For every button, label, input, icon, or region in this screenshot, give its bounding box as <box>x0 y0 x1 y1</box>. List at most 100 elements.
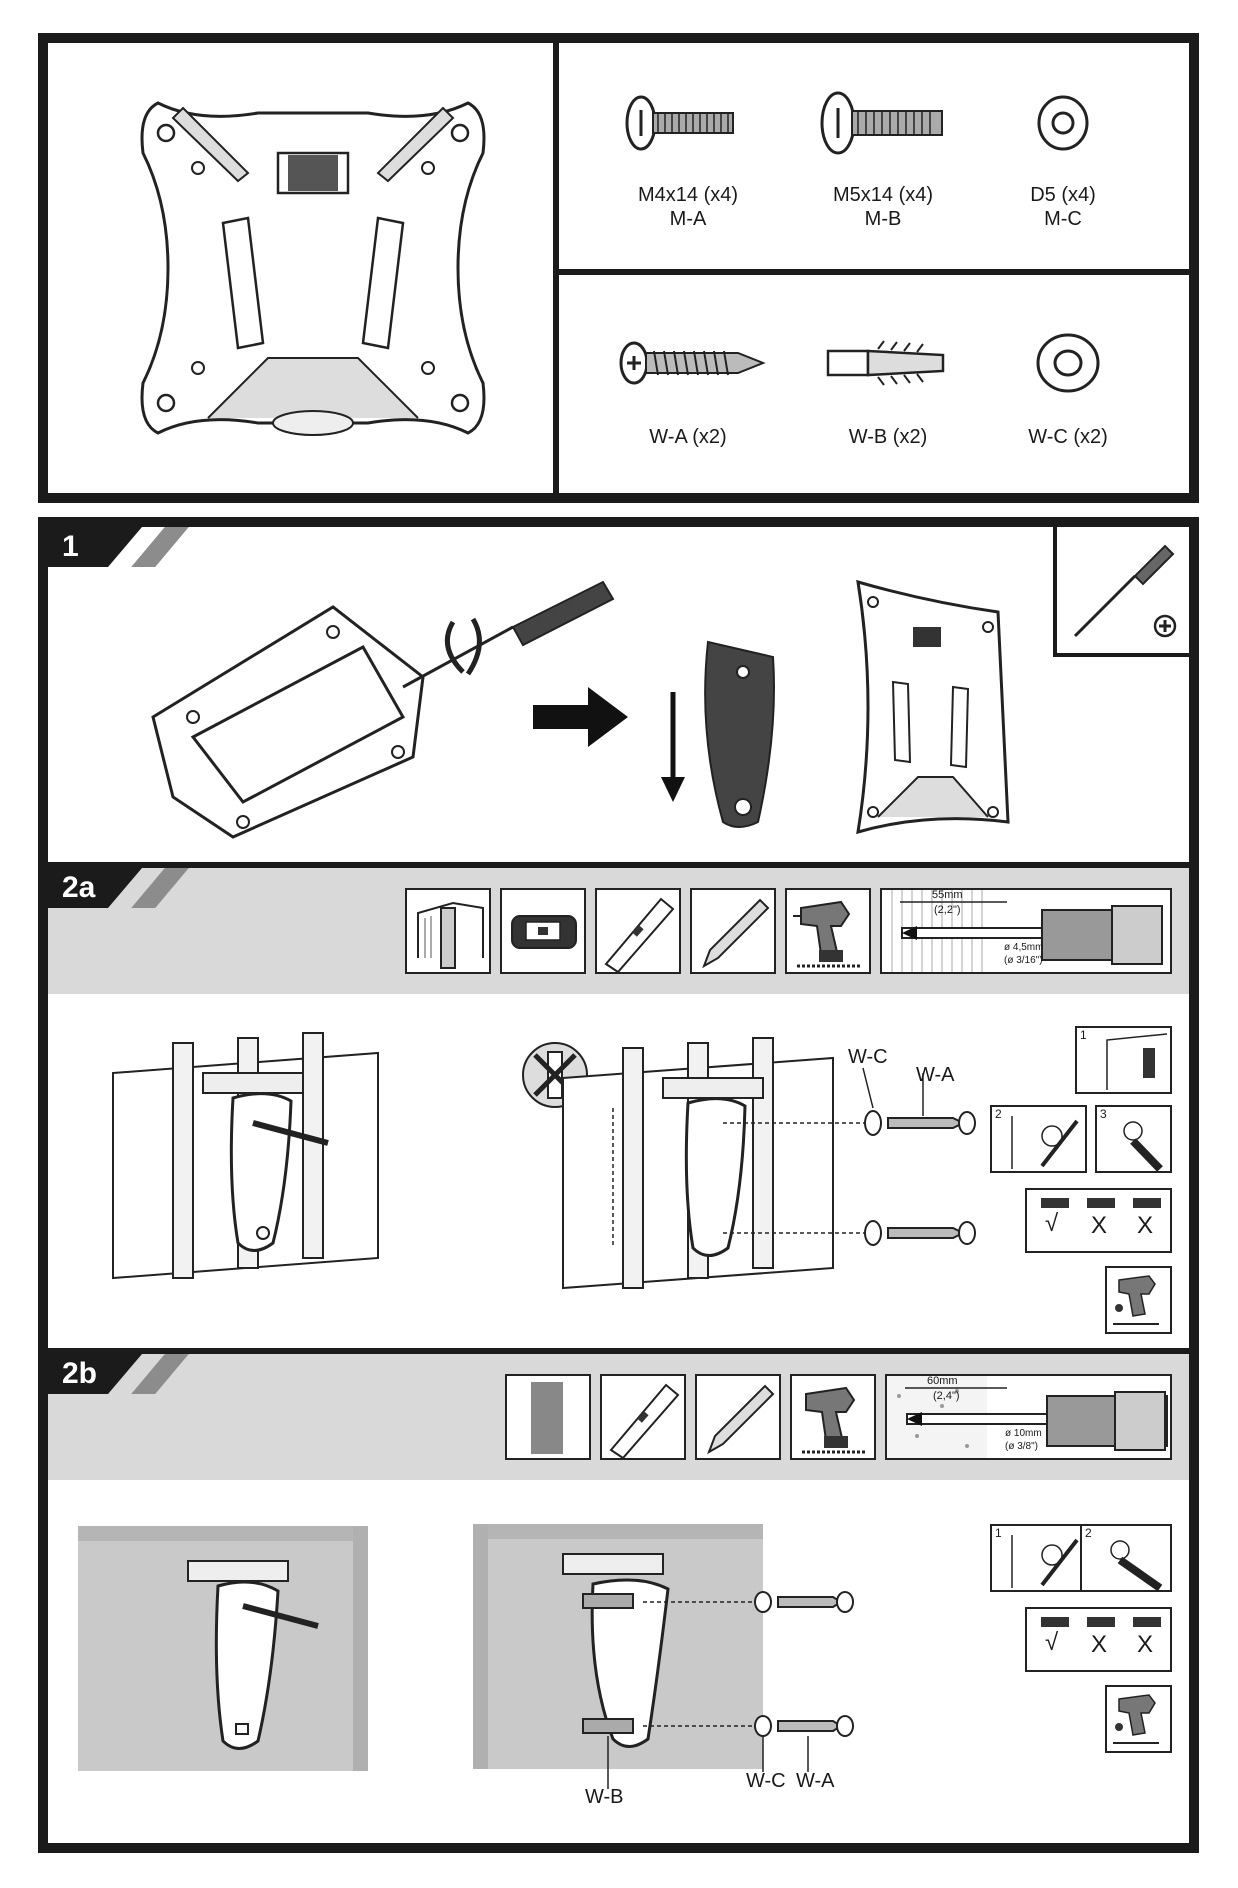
drill-diameter-mm: ø 4,5mm <box>1004 942 1044 953</box>
cross-mark: X <box>1137 1212 1154 1239</box>
drill-diameter-in: (ø 3/16") <box>1004 955 1043 966</box>
drill-depth-diagram: 55mm (2,2") ø 4,5mm (ø 3/16") <box>880 888 1172 974</box>
pencil-icon <box>702 898 770 969</box>
level-icon <box>1087 1198 1115 1208</box>
level-check-box: √ X X <box>1025 1188 1172 1253</box>
spirit-level-icon <box>609 1383 680 1460</box>
part-quantity: M5x14 (x4) <box>832 184 934 206</box>
washer-icon <box>1036 333 1100 393</box>
drill-mark-icon <box>1123 1121 1163 1172</box>
wall-plug-icon <box>826 340 945 386</box>
power-drill-icon <box>1113 1275 1159 1325</box>
step-divider <box>48 1348 1189 1354</box>
tool-stud-wall <box>405 888 491 974</box>
drill-distance-in: (2,2") <box>934 904 961 916</box>
screwdriver-icon <box>1073 544 1177 638</box>
wood-wall-screws-icon <box>562 1037 976 1290</box>
substep-number: 1 <box>995 1526 1002 1540</box>
step-number: 2a <box>48 868 142 908</box>
part-quantity: M4x14 (x4) <box>637 184 739 206</box>
drill-diameter-mm: ø 10mm <box>1005 1428 1042 1439</box>
part-label-m5x14: M5x14 (x4) M-B <box>808 183 958 231</box>
substep-1: 1 <box>1075 1026 1172 1094</box>
substep-number: 1 <box>1080 1028 1087 1042</box>
substep-3: 3 <box>1095 1105 1172 1173</box>
wall-plate-icon <box>140 101 486 436</box>
arrow-right-icon <box>533 687 628 747</box>
concrete-wall-screws-icon <box>473 1524 854 1789</box>
drill-diameter-in: (ø 3/8") <box>1005 1441 1038 1452</box>
tool-pencil <box>690 888 776 974</box>
cross-mark: X <box>1091 1631 1108 1658</box>
part-code: M-A <box>669 208 707 230</box>
callout-plug: W-B <box>585 1786 624 1808</box>
drill-mark-icon <box>1110 1540 1163 1592</box>
step-2a: 2a <box>48 868 1189 1348</box>
substep-number: 2 <box>1085 1526 1092 1540</box>
callout-washer: W-C <box>848 1046 888 1068</box>
part-label-wb: W-B (x2) <box>848 426 928 448</box>
power-drill-icon <box>1113 1694 1159 1744</box>
washer-icon <box>1037 95 1089 151</box>
part-label-wa: W-A (x2) <box>649 426 727 448</box>
level-check-box: √ X X <box>1025 1607 1172 1672</box>
callout-screw: W-A <box>796 1770 835 1792</box>
drill-bit-icon <box>891 890 1163 972</box>
machine-screw-icon <box>820 91 943 155</box>
tool-pencil <box>695 1374 781 1460</box>
spirit-level-icon <box>604 897 675 974</box>
tool-box <box>1053 522 1194 657</box>
check-mark: √ <box>1045 1629 1059 1656</box>
part-code: M-C <box>1044 208 1082 230</box>
machine-screw-icon <box>625 95 734 151</box>
tool-stud-finder <box>500 888 586 974</box>
substep-number: 3 <box>1100 1107 1107 1121</box>
concrete-wall-icon <box>78 1526 368 1771</box>
stud-finder-icon <box>511 915 577 949</box>
steps-frame: 1 <box>38 517 1199 1853</box>
substep-2: 2 <box>1080 1524 1172 1592</box>
part-quantity: D5 (x4) <box>1030 184 1096 206</box>
parts-frame: M4x14 (x4) M-A M5x14 (x4) M-B D5 (x4) M-… <box>38 33 1199 503</box>
part-label-d5: D5 (x4) M-C <box>988 183 1138 231</box>
step-number: 2b <box>48 1354 142 1394</box>
part-label-m4x14: M4x14 (x4) M-A <box>613 183 763 231</box>
step-divider <box>48 862 1189 868</box>
tool-concrete-wall <box>505 1374 591 1460</box>
drill-distance-mm: 55mm <box>932 889 963 901</box>
part-code: M-B <box>864 208 902 230</box>
bracket-assembly-icon <box>151 580 615 839</box>
drill-bit-icon <box>887 1376 1168 1458</box>
pencil-mark-icon <box>1011 1116 1079 1169</box>
tool-level <box>600 1374 686 1460</box>
drill-distance-mm: 60mm <box>927 1375 958 1387</box>
parts-divider-horizontal <box>559 269 1189 275</box>
pencil-icon <box>707 1384 775 1455</box>
drill-tool-box <box>1105 1266 1172 1334</box>
drill-tool-box <box>1105 1685 1172 1753</box>
callout-screw: W-A <box>916 1064 955 1086</box>
cross-mark: X <box>1137 1631 1154 1658</box>
wood-screw-icon <box>619 341 766 385</box>
substep-2: 2 <box>990 1105 1087 1173</box>
wall-plate-icon <box>856 579 1010 835</box>
concrete-wall-icon <box>531 1382 563 1454</box>
power-drill-icon <box>793 900 861 968</box>
tool-drill <box>790 1374 876 1460</box>
level-icon <box>1041 1617 1069 1627</box>
check-mark: √ <box>1045 1210 1059 1237</box>
wood-stud-icon <box>417 901 484 969</box>
level-icon <box>1041 1198 1069 1208</box>
parts-divider-vertical <box>553 43 559 493</box>
wood-wall-icon <box>112 1032 379 1280</box>
tool-level <box>595 888 681 974</box>
level-icon <box>1133 1198 1161 1208</box>
cross-mark: X <box>1091 1212 1108 1239</box>
tool-drill <box>785 888 871 974</box>
drill-depth-diagram: 60mm (2,4") ø 10mm (ø 3/8") <box>885 1374 1172 1460</box>
drill-distance-in: (2,4") <box>933 1390 960 1402</box>
step-number: 1 <box>48 527 142 567</box>
step-2b: 2b <box>48 1354 1189 1843</box>
substep-number: 2 <box>995 1107 1002 1121</box>
pencil-mark-icon <box>1011 1535 1079 1588</box>
